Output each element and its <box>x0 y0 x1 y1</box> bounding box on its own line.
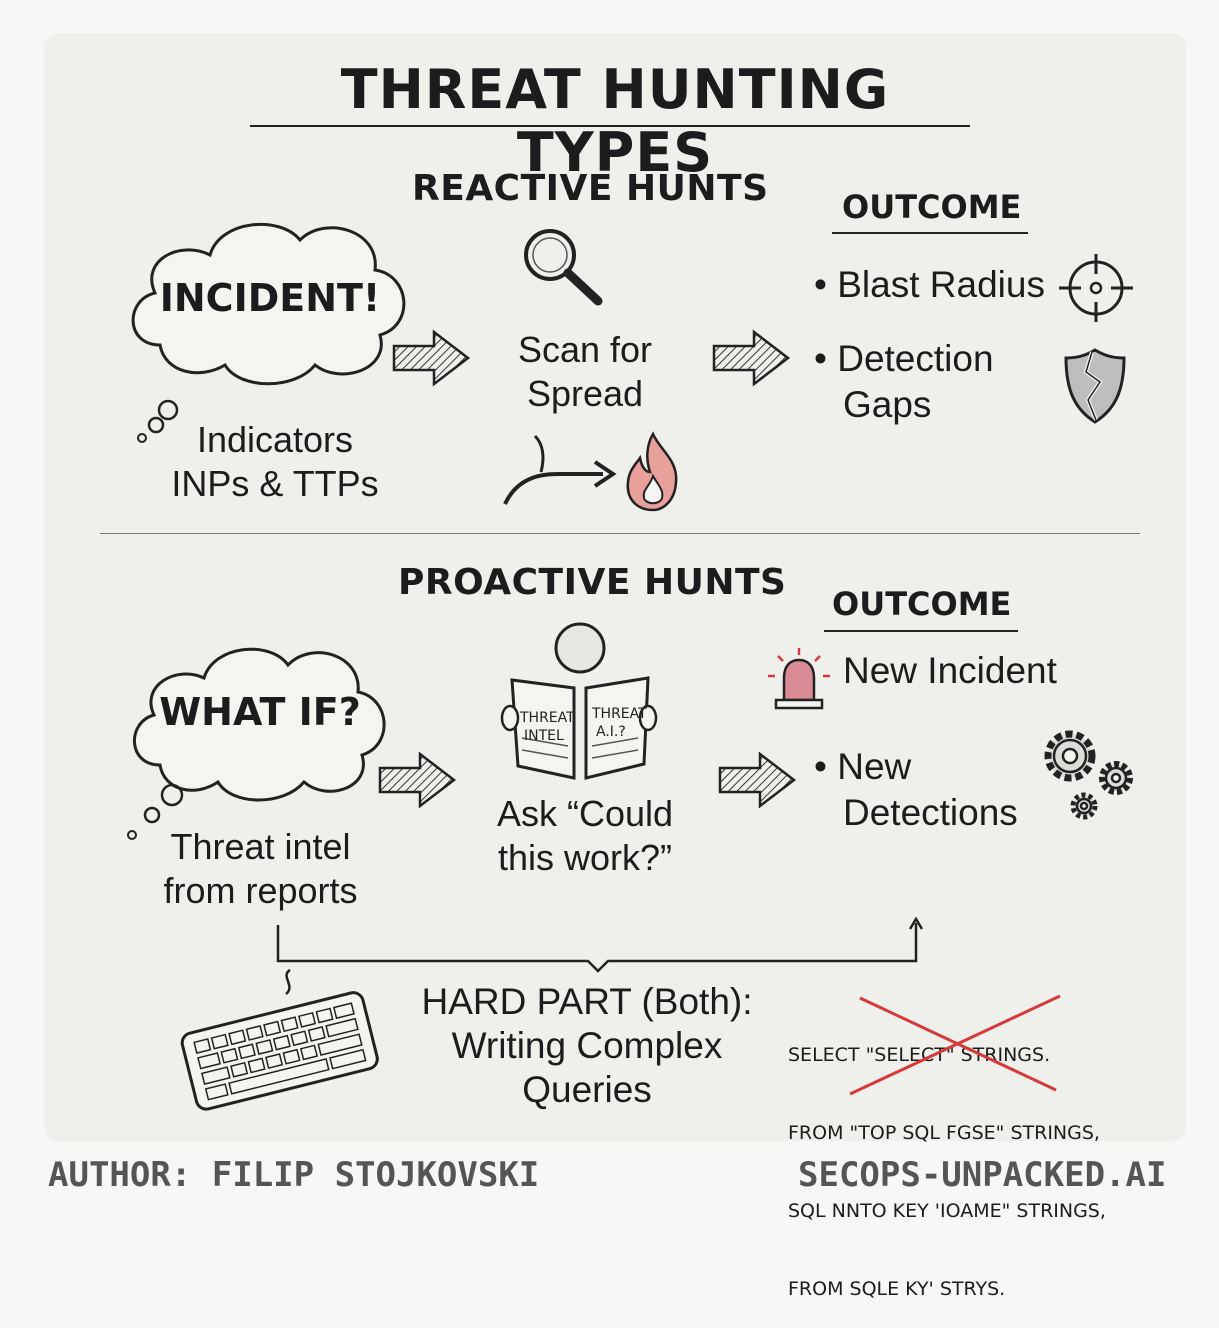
book-left-line-2: INTEL <box>524 728 564 744</box>
book-right-line-1: THREAT <box>591 706 647 722</box>
reactive-outcome-1: • Blast Radius <box>814 264 1045 305</box>
spread-arrow-icon <box>503 434 617 505</box>
keyboard-icon <box>180 968 379 1111</box>
sql-line-4: FROM SQLE KY' STRYS. <box>788 1278 1006 1300</box>
proactive-step-text: Ask “Could this work?” <box>470 792 700 880</box>
proactive-outcome-underline <box>824 630 1018 632</box>
cross-out-mark <box>849 994 1061 1096</box>
reactive-outcome-2-line-1: Detection <box>837 338 994 379</box>
book-right-line-2: A.I.? <box>596 724 626 740</box>
sketch-panel <box>44 33 1186 1141</box>
sql-line-2: FROM "TOP SQL FGSE" STRINGS, <box>788 1122 1100 1144</box>
reactive-arrow-1 <box>392 329 471 387</box>
proactive-outcome-2-line-2: Detections <box>843 792 1018 833</box>
fire-icon <box>626 431 678 512</box>
reactive-outcome-heading: OUTCOME <box>842 188 1022 226</box>
proactive-cloud <box>127 647 386 840</box>
reactive-outcome-2: • Detection Gaps <box>814 336 994 428</box>
reactive-indicators-line-2: INPs & TTPs <box>171 463 379 504</box>
proactive-heading: PROACTIVE HUNTS <box>398 562 787 603</box>
sql-line-3: SQL NNTO KEY 'IOAME" STRINGS, <box>788 1200 1106 1222</box>
crosshair-icon <box>1059 254 1133 322</box>
gears-icon <box>1044 730 1133 820</box>
reactive-indicators-line-1: Indicators <box>196 419 354 460</box>
book-left-line-1: THREAT <box>519 710 575 726</box>
footer-site[interactable]: SECOPS-UNPACKED.AI <box>798 1155 1167 1195</box>
reactive-cloud-text: INCIDENT! <box>159 276 381 320</box>
hard-part-heading: HARD PART (Both): <box>421 981 753 1022</box>
title-underline <box>250 125 970 127</box>
reactive-outcome-1-text: Blast Radius <box>837 264 1045 305</box>
reactive-step-line-1: Scan for <box>517 329 653 370</box>
reactive-step-line-2: Spread <box>526 373 644 414</box>
proactive-step-line-2: this work?” <box>497 837 673 878</box>
page-title: THREAT HUNTING TYPES <box>340 58 890 184</box>
footer-author: AUTHOR: FILIP STOJKOVSKI <box>48 1155 540 1195</box>
reactive-outcome-2-line-2: Gaps <box>843 384 932 425</box>
proactive-arrow-2 <box>718 751 797 809</box>
reactive-cloud <box>131 222 406 443</box>
proactive-cloud-text: WHAT IF? <box>159 690 361 734</box>
proactive-intel-text: Threat intel from reports <box>148 825 373 913</box>
section-divider <box>100 533 1140 534</box>
proactive-intel-line-1: Threat intel <box>170 826 351 867</box>
reactive-arrow-2 <box>712 329 791 387</box>
reactive-heading: REACTIVE HUNTS <box>412 168 769 209</box>
proactive-outcome-2-line-1: New <box>837 746 912 787</box>
shared-bracket <box>276 916 924 973</box>
broken-shield-icon <box>1064 348 1126 424</box>
sql-line-1: SELECT "SELECT" STRINGS. <box>788 1044 1051 1066</box>
proactive-outcome-2: • New Detections <box>814 744 1018 836</box>
proactive-outcome-heading: OUTCOME <box>832 585 1012 623</box>
proactive-intel-line-2: from reports <box>163 870 358 911</box>
magnifier-icon <box>524 229 603 306</box>
hard-part-text: HARD PART (Both): Writing Complex Querie… <box>412 980 762 1112</box>
reactive-indicators-text: Indicators INPs & TTPs <box>160 418 390 506</box>
reader-icon: THREAT INTEL THREAT A.I.? <box>500 622 658 780</box>
reactive-outcome-underline <box>832 232 1028 234</box>
siren-icon <box>768 648 830 710</box>
proactive-step-line-1: Ask “Could <box>496 793 674 834</box>
proactive-arrow-1 <box>378 751 457 809</box>
hard-part-line-1: Writing Complex <box>451 1025 723 1066</box>
proactive-outcome-1-text: New Incident <box>843 650 1057 691</box>
reactive-step-text: Scan for Spread <box>490 328 680 416</box>
hard-part-line-2: Queries <box>522 1069 652 1110</box>
